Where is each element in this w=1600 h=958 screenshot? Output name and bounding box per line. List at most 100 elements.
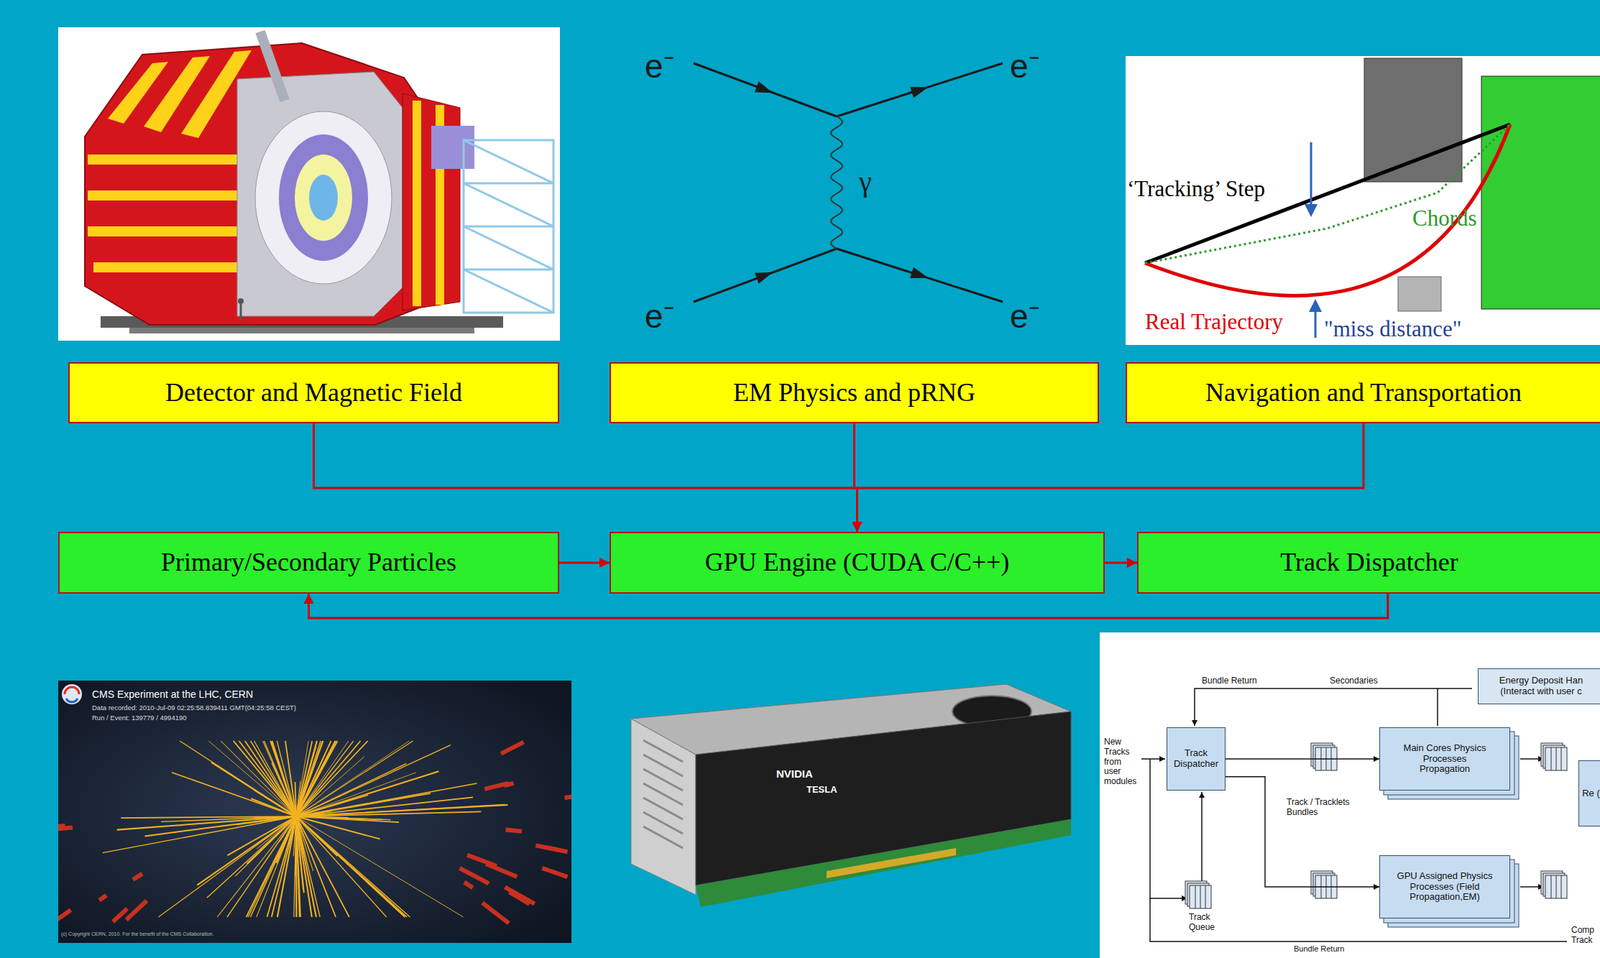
event-display-part-part [296, 816, 410, 918]
architecture-diagram-part [1141, 688, 1567, 942]
module-box: Navigation and Transportation [1125, 362, 1600, 424]
detector-illustration-part [87, 190, 239, 201]
event-display-part-part [296, 816, 464, 918]
event-display-part-part [296, 816, 320, 918]
event-display-part-part [296, 816, 399, 823]
event-display-part-part [458, 866, 490, 886]
feynman-diagram-part [754, 266, 775, 284]
architecture-diagram-part-part [1194, 688, 1473, 726]
node-text: Re ( [1582, 788, 1600, 800]
detector-illustration-part-part [463, 182, 554, 185]
feynman-diagram-part [909, 267, 931, 284]
event-display-part-part [256, 816, 297, 918]
event-display-part-part [102, 816, 297, 854]
text-label: e⁻ [644, 47, 675, 86]
event-display-part-part [293, 816, 297, 857]
event-display-part-part [296, 816, 304, 890]
text-label: New Tracks from user modules [1104, 737, 1139, 788]
event-display-part [66, 698, 78, 703]
event-display-part [58, 680, 572, 944]
event-display-part-part [270, 741, 297, 817]
event-display-part-part [484, 781, 509, 792]
gpu-card-part [643, 740, 683, 849]
flow-arrow [314, 423, 858, 532]
event-display-part [61, 684, 82, 705]
text-label: e⁻ [644, 297, 675, 336]
event-display-part-part [58, 900, 59, 918]
node-text: Primary/Secondary Particles [161, 547, 457, 578]
engine-box: Primary/Secondary Particles [58, 531, 560, 594]
text-label: Bundle Return [1293, 944, 1345, 954]
architecture-diagram-part-part [1520, 886, 1544, 888]
feynman-diagram-part [830, 116, 843, 249]
tracking-illustration-part [1308, 299, 1322, 312]
node-text: Track Dispatcher [1170, 748, 1222, 770]
node-text: Detector and Magnetic Field [165, 378, 463, 408]
detector-illustration-part-part [463, 140, 554, 184]
tracking-illustration-part [1314, 310, 1317, 338]
event-display-part-part [120, 816, 297, 818]
event-display-part-part [564, 792, 572, 800]
event-display-part-part [295, 782, 297, 817]
engine-box: GPU Engine (CUDA C/C++) [609, 531, 1105, 594]
node-text: EM Physics and pRNG [733, 378, 976, 408]
detector-illustration-part-part [463, 140, 554, 313]
event-display-part-part [296, 816, 349, 818]
event-display [33, 680, 594, 944]
architecture-diagram-part-part-part [1189, 885, 1212, 909]
event-display-part-part [500, 740, 525, 756]
architecture-diagram-part-part [1141, 758, 1166, 760]
architecture-diagram-part-part [1541, 871, 1567, 899]
text-label: Track / Tracklets Bundles [1286, 797, 1362, 818]
detector-illustration-part [129, 327, 475, 334]
gpu-card-part [695, 819, 1071, 908]
text-label: CMS Experiment at the LHC, CERN [92, 688, 254, 701]
detector-illustration-part [278, 134, 369, 261]
node-text: Main Cores Physics Processes Propagation [1402, 743, 1488, 776]
text-label: Comp Track [1571, 925, 1600, 946]
tracking-illustration-part [1364, 58, 1462, 182]
flow-arrow [559, 562, 610, 565]
event-display-part-part [58, 825, 73, 832]
detector-illustration-part [309, 174, 338, 221]
event-display-part-part [296, 741, 317, 817]
detector-illustration-part [93, 262, 238, 273]
event-display-part-part [296, 741, 338, 817]
event-display-part-part [462, 880, 474, 890]
event-display-part-part [296, 741, 323, 817]
text-label: γ [858, 165, 872, 199]
architecture-diagram-part-part-part [1551, 875, 1552, 899]
event-display-part-part [179, 741, 297, 817]
text-label: e⁻ [1009, 297, 1041, 336]
architecture-diagram-part-part [1520, 758, 1544, 760]
event-display-part-part [246, 816, 297, 918]
tracking-illustration-part [1481, 76, 1600, 310]
text-label: Track Queue [1188, 912, 1221, 933]
event-display-part-part [233, 741, 297, 817]
node-text: GPU Engine (CUDA C/C++) [705, 547, 1010, 578]
event-display-part-part [296, 797, 473, 817]
event-display-part-part [111, 907, 129, 924]
node-text: Energy Deposit Han (Interact with user c [1482, 675, 1600, 698]
event-display-part-part [254, 741, 297, 817]
engine-box: Track Dispatcher [1137, 531, 1600, 594]
event-display-part-part [503, 885, 536, 907]
architecture-diagram-part-part-part [1561, 747, 1562, 771]
module-box: EM Physics and pRNG [609, 362, 1100, 424]
node-text: GPU Assigned Physics Processes (Field Pr… [1387, 871, 1503, 904]
process-box: Track Dispatcher [1166, 727, 1226, 791]
detector-illustration-part [87, 226, 239, 237]
architecture-diagram-part-part-part [1545, 875, 1567, 899]
architecture-diagram-part-part [1436, 688, 1439, 726]
architecture-diagram-part-part-part [1556, 747, 1557, 771]
module-box: Detector and Magnetic Field [68, 362, 560, 424]
flow-arrow [1225, 776, 1380, 887]
architecture-diagram [1099, 632, 1600, 958]
architecture-diagram-part-part [1201, 792, 1203, 885]
event-display-part-part [296, 816, 387, 918]
detector-illustration-part [412, 100, 422, 307]
event-display-part-part [485, 861, 519, 880]
event-display-part-part [272, 741, 297, 817]
feynman-diagram-part [693, 248, 837, 302]
event-display-part-part [131, 871, 144, 882]
